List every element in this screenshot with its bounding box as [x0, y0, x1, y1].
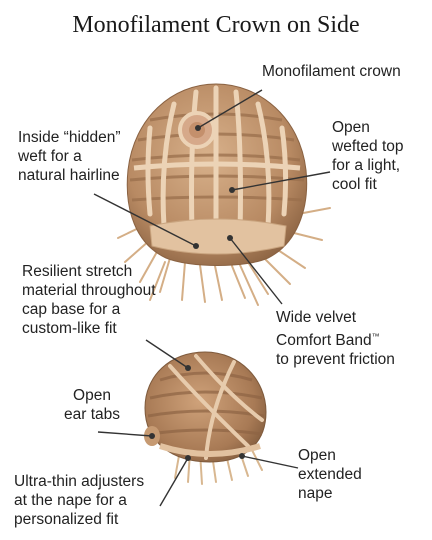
label-line: Wide velvet	[276, 309, 357, 326]
label-stretch-material: Resilient stretch material throughout ca…	[22, 262, 156, 338]
label-extended-nape: Open extended nape	[298, 446, 362, 503]
pointer-lines	[93, 89, 331, 507]
label-line: weft for a	[18, 148, 82, 165]
lower-wig	[144, 351, 267, 485]
dot-open-wefted-top	[229, 187, 235, 193]
label-line: Inside “hidden”	[18, 129, 121, 146]
dot-monofilament-crown	[195, 125, 201, 131]
pointer-extended-nape	[241, 455, 299, 469]
diagram-title: Monofilament Crown on Side	[72, 12, 360, 38]
label-line: personalized fit	[14, 511, 119, 528]
comfort-band-text: Comfort Band	[276, 332, 372, 350]
lower-open-strips	[168, 354, 264, 460]
pointer-ear-tabs	[97, 431, 153, 437]
pointer-comfort-band	[229, 237, 283, 305]
label-line: Comfort Band™	[276, 327, 395, 350]
pointer-open-wefted-top	[231, 171, 331, 191]
label-adjusters: Ultra-thin adjusters at the nape for a p…	[14, 472, 144, 529]
upper-comfort-band	[149, 218, 287, 255]
label-line: ear tabs	[64, 406, 121, 423]
label-hidden-weft: Inside “hidden” weft for a natural hairl…	[18, 128, 121, 185]
label-line: to prevent friction	[276, 351, 395, 369]
label-line: material throughout	[22, 282, 156, 299]
label-line: nape	[298, 485, 333, 502]
dot-ear-tabs	[149, 433, 155, 439]
label-comfort-band: Wide velvet Comfort Band™ to prevent fri…	[276, 308, 395, 369]
upper-wig	[117, 83, 331, 306]
label-line: for a light,	[332, 157, 401, 174]
label-line: Monofilament crown	[262, 63, 401, 80]
lower-comfort-band	[159, 443, 261, 457]
label-ear-tabs: Open ear tabs	[64, 386, 120, 424]
dot-extended-nape	[239, 453, 245, 459]
hair-fringe-upper	[117, 207, 331, 306]
label-line: Open	[332, 119, 370, 136]
label-line: natural hairline	[18, 167, 120, 184]
label-line: extended	[298, 466, 362, 483]
label-line: at the nape for a	[14, 492, 127, 509]
label-line: cool fit	[332, 176, 377, 193]
label-line: cap base for a	[22, 301, 121, 318]
label-monofilament-crown: Monofilament crown	[262, 62, 401, 81]
dot-adjusters	[185, 455, 191, 461]
label-open-wefted-top: Open wefted top for a light, cool fit	[332, 118, 404, 194]
label-line: Ultra-thin adjusters	[14, 473, 145, 490]
label-line: custom-like fit	[22, 320, 117, 337]
dot-stretch-material	[185, 365, 191, 371]
dot-hidden-weft	[193, 243, 199, 249]
label-line: wefted top	[332, 138, 404, 155]
label-line: Open	[73, 387, 111, 404]
pointer-monofilament-crown	[197, 89, 263, 129]
pointer-adjusters	[159, 457, 189, 507]
pointer-hidden-weft	[93, 193, 197, 247]
label-line: Open	[298, 447, 336, 464]
pointer-stretch-material	[145, 339, 189, 369]
label-line: Resilient stretch	[22, 263, 133, 280]
dot-comfort-band	[227, 235, 233, 241]
trademark-mark: ™	[371, 332, 380, 341]
pointer-dots	[149, 125, 245, 461]
